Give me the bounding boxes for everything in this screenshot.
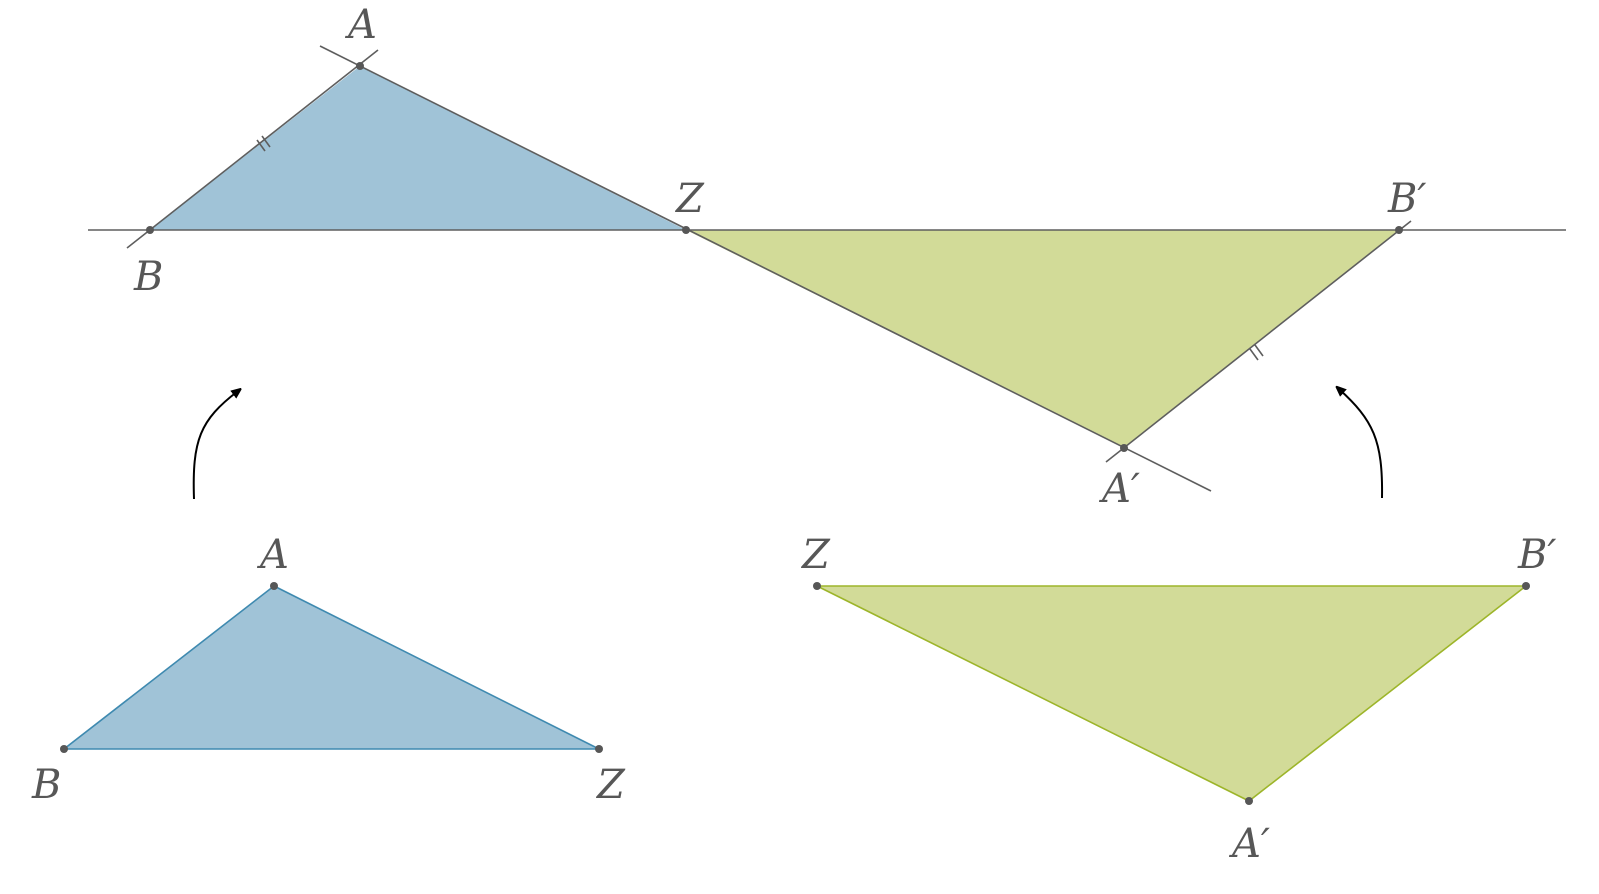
label-b': B′	[1517, 532, 1556, 578]
point-b'-top	[1395, 226, 1403, 234]
point-a-top	[356, 62, 364, 70]
point-b-top	[146, 226, 154, 234]
triangle-abz-top	[150, 66, 686, 230]
line-b'a'-extended	[1105, 220, 1412, 463]
point-z	[595, 745, 603, 753]
point-b'	[1522, 582, 1530, 590]
label-b: B	[31, 762, 61, 808]
arrow-left	[192, 391, 238, 500]
triangle-z-b'-a'	[816, 585, 1529, 802]
equal-tick-mark-ab	[256, 135, 271, 152]
label-z-top: Z	[674, 176, 705, 222]
label-a: A	[256, 532, 289, 578]
label-a'-top: A′	[1098, 466, 1140, 512]
arrow-right	[1339, 389, 1384, 499]
point-b	[60, 745, 68, 753]
triangle-abz	[61, 585, 600, 750]
triangle-a'b'z-top	[686, 230, 1399, 448]
point-z-top	[682, 226, 690, 234]
line-az-extended	[319, 45, 1212, 492]
label-b'-top: B′	[1387, 176, 1426, 222]
label-b-top: B	[133, 254, 163, 300]
equal-tick-mark-a'b'	[1249, 344, 1264, 361]
line-ba-extended	[126, 49, 379, 249]
point-a'	[1245, 797, 1253, 805]
point-a'-top	[1120, 444, 1128, 452]
point-a	[270, 582, 278, 590]
label-z-right: Z	[800, 532, 831, 578]
label-z: Z	[595, 762, 626, 808]
label-a-top: A	[344, 2, 377, 48]
point-z-right	[813, 582, 821, 590]
label-a': A′	[1228, 821, 1270, 867]
